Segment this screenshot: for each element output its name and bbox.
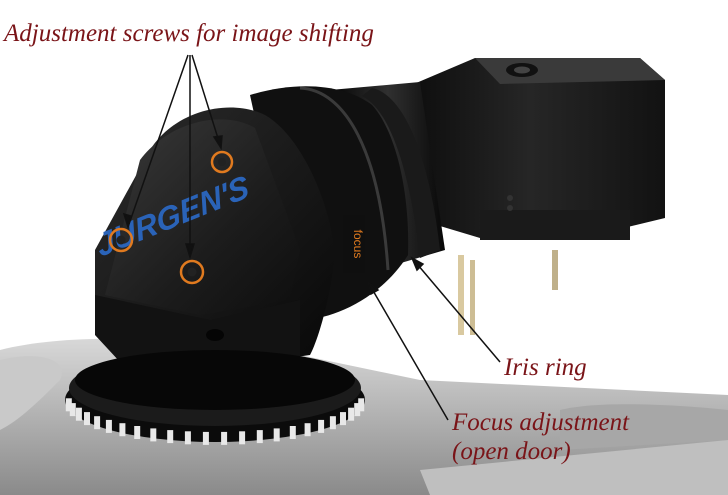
iris-ring-annotation: Iris ring — [504, 354, 587, 381]
mount-ring — [65, 350, 365, 445]
mount-ring-tooth — [94, 416, 101, 430]
mount-ring-tooth — [358, 398, 365, 412]
mount-ring-tooth — [150, 428, 157, 442]
mount-ring-tooth — [69, 403, 76, 417]
mount-ring-tooth — [119, 423, 126, 437]
mount-ring-tooth — [354, 403, 361, 417]
mount-ring-tooth — [273, 428, 280, 442]
focus-tag: focus — [351, 230, 365, 259]
mount-ring-tooth — [256, 430, 263, 444]
mount-ring-tooth — [167, 430, 174, 444]
mount-ring-tooth — [289, 426, 296, 439]
mount-ring-teeth — [65, 398, 365, 445]
screw-left — [108, 227, 134, 253]
mount-ring-tooth — [340, 412, 346, 426]
focus-adjustment-annotation: Focus adjustment — [452, 409, 630, 436]
mount-ring-tooth — [202, 431, 209, 445]
mount-ring-tooth — [348, 407, 355, 421]
mount-ring-tooth — [239, 431, 246, 445]
screws-pointer-arrows — [122, 54, 223, 260]
mount-ring-tooth — [221, 431, 228, 445]
mount-ring-tooth — [184, 431, 191, 445]
mount-ring-tooth — [318, 419, 325, 433]
focus-door: focus — [343, 215, 365, 273]
mount-ring-tooth — [329, 416, 336, 430]
mount-ring-tooth — [75, 407, 82, 421]
mount-ring-tooth — [65, 398, 72, 412]
camera-box — [395, 58, 665, 335]
mount-ring-tooth — [304, 423, 311, 437]
screws-annotation: Adjustment screws for image shifting — [4, 20, 374, 47]
adapter-body — [95, 107, 335, 368]
mount-ring-tooth — [105, 419, 112, 433]
focus-door-annotation: (open door) — [452, 438, 571, 465]
mount-ring-tooth — [84, 412, 90, 426]
iris-pointer-arrow — [410, 256, 501, 363]
mount-ring-tooth — [134, 426, 141, 439]
screw-bottom — [179, 259, 205, 285]
focus-pointer-arrow — [366, 280, 449, 421]
screw-top — [210, 150, 234, 174]
